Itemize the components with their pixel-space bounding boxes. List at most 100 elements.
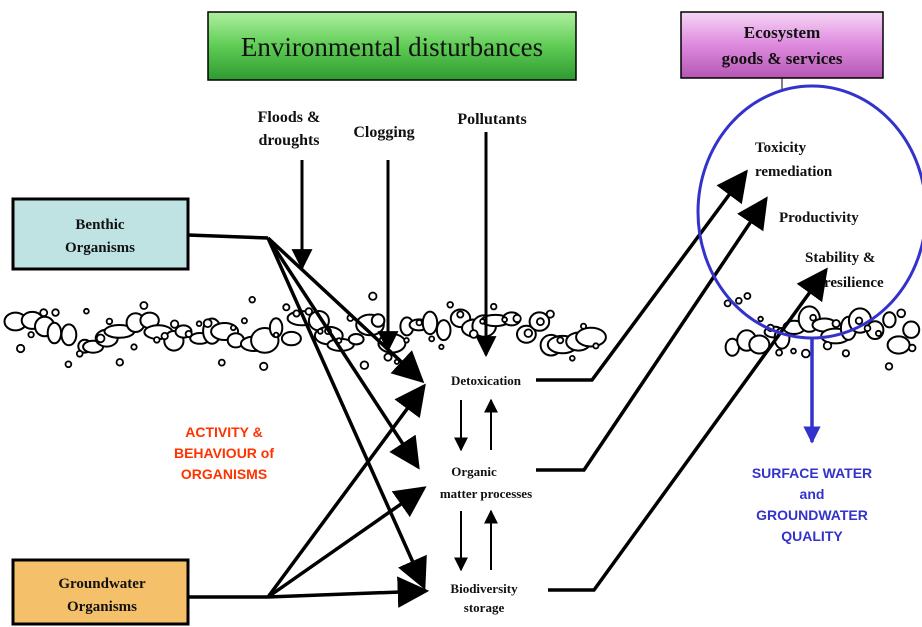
- sediment-grain: [435, 319, 452, 342]
- sediment-pebble: [512, 313, 522, 324]
- sediment-pebble: [854, 316, 864, 325]
- sediment-pebble: [195, 320, 203, 328]
- organic-label-line1: Organic: [451, 464, 497, 479]
- quality-line3: GROUNDWATER: [756, 507, 868, 523]
- sediment-pebble: [83, 307, 90, 315]
- activity-line1: ACTIVITY &: [185, 424, 263, 440]
- benthic-label-line2: Organisms: [65, 240, 135, 256]
- water-quality-label: SURFACE WATER and GROUNDWATER QUALITY: [752, 465, 872, 544]
- sediment-pebble: [875, 329, 883, 337]
- sediment-grain: [575, 326, 607, 348]
- sediment-pebble: [248, 296, 256, 304]
- sediment-pebble: [884, 362, 894, 371]
- sediment-pebble: [456, 310, 465, 319]
- benthic-to-biodiversity-arrow: [266, 237, 427, 590]
- floods-label-line1: Floods &: [258, 109, 321, 126]
- sediment-pebble: [446, 301, 454, 309]
- sediment-pebble: [800, 348, 811, 359]
- clogging-label: Clogging: [353, 124, 414, 141]
- sediment-pebble: [896, 308, 906, 319]
- sediment-pebble: [403, 337, 410, 344]
- sediment-pebble: [15, 343, 26, 354]
- sediment-grain: [748, 334, 771, 355]
- sediment-pebble: [130, 343, 138, 351]
- sediment-pebble: [383, 352, 393, 362]
- sediment-pebble: [359, 360, 370, 370]
- benthic-to-detox-arrow: [266, 236, 425, 384]
- sediment-pebble: [105, 317, 114, 326]
- sediment-pebble: [468, 329, 479, 339]
- sediment-pebble: [230, 324, 237, 332]
- biodiversity-label-line1: Biodiversity: [450, 581, 518, 596]
- stability-label-line2: resilience: [824, 275, 884, 291]
- sediment-pebble: [170, 319, 180, 329]
- sediment-pebble: [743, 292, 752, 300]
- detox-to-toxicity-arrow: [536, 169, 748, 382]
- groundwater-to-biodiversity-arrow: [267, 576, 430, 608]
- sediment-grain: [280, 330, 302, 347]
- sediment-pebble: [240, 317, 248, 325]
- sediment-pebble: [734, 296, 743, 305]
- ecosystem-title-line2: goods & services: [722, 49, 843, 68]
- toxicity-label-line1: Toxicity: [755, 140, 807, 156]
- ecosystem-title-line1: Ecosystem: [744, 23, 820, 42]
- sediment-pebble: [863, 324, 872, 333]
- sediment-grain: [60, 323, 78, 347]
- productivity-label: Productivity: [779, 210, 859, 226]
- sediment-pebble: [272, 331, 280, 339]
- sediment-pebble: [184, 329, 193, 338]
- sediment-pebble: [415, 319, 423, 327]
- quality-line1: SURFACE WATER: [752, 465, 872, 481]
- sediment-grain: [347, 333, 365, 346]
- pollutants-label: Pollutants: [457, 111, 526, 128]
- sediment-pebble: [64, 360, 73, 369]
- sediment-pebble: [304, 307, 313, 316]
- sediment-pebble: [316, 328, 324, 335]
- sediment-pebble: [75, 349, 84, 358]
- sediment-layer: [3, 291, 921, 371]
- organic-label-line2: matter processes: [440, 486, 532, 501]
- sediment-pebble: [556, 336, 565, 345]
- sediment-grain: [882, 311, 897, 329]
- floods-label-line2: droughts: [258, 132, 319, 149]
- sediment-pebble: [568, 354, 576, 362]
- groundwater-label-line2: Organisms: [67, 599, 137, 615]
- quality-line4: QUALITY: [781, 528, 843, 544]
- sediment-pebble: [490, 302, 498, 311]
- sediment-pebble: [841, 349, 851, 358]
- sediment-pebble: [523, 328, 533, 338]
- biodiversity-to-stability-arrow: [548, 267, 828, 592]
- sediment-pebble: [908, 343, 917, 353]
- groundwater-organisms-box: Groundwater Organisms: [11, 558, 190, 626]
- activity-line3: ORGANISMS: [181, 466, 267, 482]
- groundwater-label-line1: Groundwater: [58, 576, 146, 592]
- sediment-pebble: [153, 336, 161, 344]
- sediment-pebble: [428, 335, 436, 343]
- sediment-pebble: [202, 318, 213, 329]
- activity-line2: BEHAVIOUR of: [174, 445, 274, 461]
- ecosystem-goods-services-box: Ecosystem goods & services: [680, 11, 884, 79]
- activity-behaviour-label: ACTIVITY & BEHAVIOUR of ORGANISMS: [174, 424, 274, 482]
- sediment-pebble: [139, 301, 149, 310]
- organism-arrows: [187, 233, 430, 608]
- sediment-grain: [370, 313, 386, 328]
- environmental-disturbances-box: Environmental disturbances: [207, 11, 577, 81]
- groundwater-to-detox-arrow: [266, 383, 426, 599]
- sediment-pebble: [39, 308, 49, 318]
- sediment-pebble: [723, 299, 732, 308]
- sediment-grain: [421, 310, 439, 336]
- sediment-pebble: [790, 347, 797, 355]
- sediment-pebble: [217, 358, 226, 367]
- detoxication-label: Detoxication: [451, 373, 522, 388]
- sediment-pebble: [479, 318, 486, 325]
- sediment-pebble: [115, 358, 124, 367]
- groundwater-to-organic-arrow: [266, 486, 427, 599]
- sediment-pebble: [368, 291, 378, 301]
- service-arrows: [536, 169, 828, 592]
- sediment-pebble: [501, 316, 508, 323]
- sediment-pebble: [775, 348, 783, 357]
- stability-label-line1: Stability &: [805, 250, 875, 266]
- sediment-pebble: [580, 322, 588, 330]
- sediment-pebble: [160, 331, 169, 341]
- benthic-trunk: [187, 233, 269, 240]
